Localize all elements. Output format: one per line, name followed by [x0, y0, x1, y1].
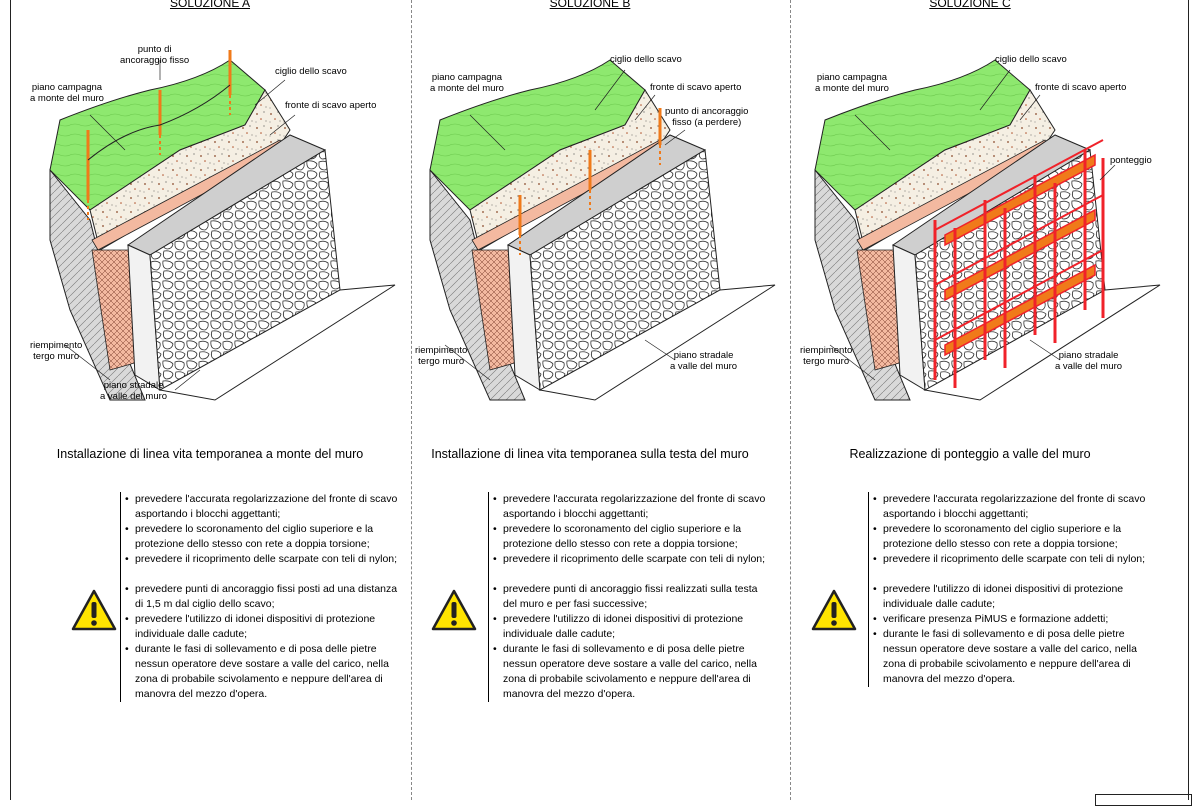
note-item: verificare presenza PiMUS e formazione a… — [873, 612, 1153, 627]
wall-section-drawing — [429, 59, 776, 401]
label-excavation-front: fronte di scavo aperto — [1035, 82, 1127, 93]
caption: Installazione di linea vita temporanea a… — [56, 447, 364, 461]
note-item: prevedere l'accurata regolarizzazione de… — [493, 492, 773, 522]
panel-separator — [411, 0, 412, 800]
panel-heading: SOLUZIONE C — [929, 0, 1011, 10]
lifeline-cable — [87, 84, 231, 161]
note-item: durante le fasi di sollevamento e di pos… — [493, 642, 773, 702]
note-item: prevedere lo scoronamento del ciglio sup… — [493, 522, 773, 552]
safety-notes: prevedere l'accurata regolarizzazione de… — [120, 492, 405, 702]
label-excavation-crest: ciglio dello scavo — [995, 54, 1067, 65]
label-excavation-front: fronte di scavo aperto — [285, 100, 377, 111]
safety-notes: prevedere l'accurata regolarizzazione de… — [488, 492, 773, 702]
scaffold — [933, 139, 1105, 388]
warning-icon — [71, 589, 117, 631]
note-item: prevedere l'utilizzo di idonei dispositi… — [493, 612, 773, 642]
label-excavation-crest: ciglio dello scavo — [610, 54, 682, 65]
note-item: durante le fasi di sollevamento e di pos… — [125, 642, 405, 702]
note-item: prevedere l'accurata regolarizzazione de… — [125, 492, 405, 522]
note-item: durante le fasi di sollevamento e di pos… — [873, 627, 1153, 687]
note-item: prevedere lo scoronamento del ciglio sup… — [873, 522, 1153, 552]
warning-icon — [811, 589, 857, 631]
label-excavation-front: fronte di scavo aperto — [650, 82, 742, 93]
scaffold-deck — [944, 153, 1096, 247]
road-plane — [158, 284, 396, 401]
note-item: prevedere l'utilizzo di idonei dispositi… — [125, 612, 405, 642]
road-plane — [538, 284, 776, 401]
note-item: prevedere il ricoprimento delle scarpate… — [125, 552, 405, 567]
note-item: prevedere il ricoprimento delle scarpate… — [873, 552, 1153, 567]
note-item: prevedere punti di ancoraggio fissi post… — [125, 582, 405, 612]
panel-heading: SOLUZIONE B — [549, 0, 631, 10]
note-item: prevedere l'accurata regolarizzazione de… — [873, 492, 1153, 522]
panel-separator — [790, 0, 791, 800]
label-excavation-crest: ciglio dello scavo — [275, 66, 347, 77]
note-item: prevedere punti di ancoraggio fissi real… — [493, 582, 773, 612]
note-item: prevedere il ricoprimento delle scarpate… — [493, 552, 773, 567]
panel-heading: SOLUZIONE A — [169, 0, 251, 10]
note-item: prevedere l'utilizzo di idonei dispositi… — [873, 582, 1153, 612]
warning-icon — [431, 589, 477, 631]
wall-section-drawing — [814, 59, 1161, 401]
scaffold-deck — [944, 263, 1096, 357]
wall-section-drawing — [49, 50, 396, 401]
note-item: prevedere lo scoronamento del ciglio sup… — [125, 522, 405, 552]
title-block-corner — [1095, 794, 1192, 806]
panel-solution-b: SOLUZIONE B ciglio dello scavo p — [400, 0, 780, 800]
page-border-left — [10, 0, 11, 800]
safety-notes: prevedere l'accurata regolarizzazione de… — [868, 492, 1153, 687]
panel-solution-c: SOLUZIONE C — [785, 0, 1185, 800]
label-scaffold: ponteggio — [1110, 155, 1152, 166]
caption: Installazione di linea vita temporanea s… — [431, 447, 749, 461]
caption: Realizzazione di ponteggio a valle del m… — [849, 447, 1091, 461]
page-border-right — [1188, 0, 1189, 800]
scaffold-deck — [944, 208, 1096, 302]
road-plane — [923, 284, 1161, 401]
